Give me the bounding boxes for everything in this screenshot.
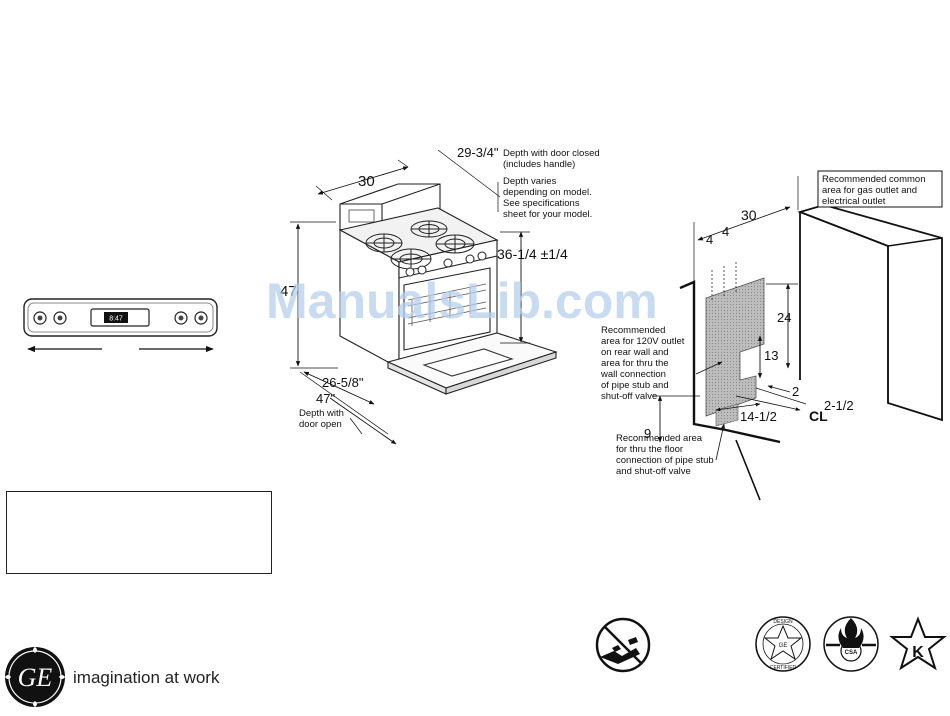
blank-notes-box: [6, 491, 272, 574]
offset-b-label: 4: [722, 224, 729, 239]
oven-door-window: [422, 348, 514, 377]
k-star-icon: K: [889, 616, 947, 671]
side-depth-label: 26-5/8": [322, 375, 364, 390]
wall-note-line-3: on rear wall and: [601, 347, 669, 358]
depth-closed-note-2: (includes handle): [503, 159, 575, 170]
depth-closed-note-1: Depth with door closed: [503, 148, 600, 159]
range-height-label: 47: [280, 283, 297, 300]
depth-closed-value: 29-3/4": [457, 145, 499, 160]
range-labels: 30 47 29-3/4" Depth with door closed (in…: [280, 145, 600, 430]
wall-note-line-5: wall connection: [600, 369, 666, 380]
control-panel-inner: [27, 302, 214, 333]
knob-center-icon: [57, 315, 63, 321]
oven-racks: [407, 283, 487, 326]
wall-note-line-1: Recommended: [601, 325, 665, 336]
wall-note-line-2: area for 120V outlet: [601, 336, 685, 347]
depth-2-label: 2: [792, 384, 799, 399]
gas-outlet-note-box: [817, 170, 943, 208]
height-24-label: 24: [777, 310, 791, 325]
depth-varies-note-2: depending on model.: [503, 187, 592, 198]
range-width-label: 30: [358, 173, 375, 190]
range-illustration: [338, 183, 558, 395]
seal-design-bottom: CERTIFIED: [770, 665, 797, 671]
watermark-text: ManualsLib.com: [266, 273, 658, 329]
installation-labels: Recommended common area for gas outlet a…: [600, 174, 926, 477]
height-13-label: 13: [764, 348, 778, 363]
wall-note-line-6: of pipe stub and: [601, 380, 669, 391]
height-9-label: 9: [644, 426, 651, 441]
floor-note-line-3: connection of pipe stub: [616, 455, 714, 466]
centerline-label: CL: [809, 408, 828, 424]
install-width-label: 30: [741, 207, 757, 223]
knob-center-icon: [178, 315, 184, 321]
design-certified-seal: DESIGN CERTIFIED GE: [755, 616, 811, 672]
gas-note-line-1: Recommended common: [822, 174, 926, 185]
width-14-half-label: 14-1/2: [740, 409, 777, 424]
seal-design-top: DESIGN: [773, 619, 793, 625]
depth-varies-note-3: See specifications: [503, 198, 580, 209]
knob-icon: [443, 258, 453, 268]
depth-open-note-2: door open: [299, 419, 342, 430]
burner-grates: [365, 220, 475, 270]
floor-edge-line: [735, 439, 761, 501]
outlet-area-shading: [705, 277, 765, 417]
knob-icon: [417, 265, 427, 275]
depth-varies-note-4: sheet for your model.: [503, 209, 592, 220]
ge-logo-scallops: [5, 647, 65, 707]
cooktop-height-label: 36-1/4 ±1/4: [497, 246, 568, 262]
tagline-text: imagination at work: [73, 668, 220, 687]
gas-note-line-2: area for gas outlet and: [822, 185, 917, 196]
ge-logo: GE: [5, 647, 65, 707]
k-star-letter: K: [912, 644, 924, 661]
adjacent-cabinet: [797, 204, 943, 422]
knob-icon: [405, 267, 415, 277]
knob-center-icon: [37, 315, 43, 321]
floor-note-line-1: Recommended area: [616, 433, 703, 444]
offset-a-label: 4: [706, 232, 713, 247]
no-gas-icon: [595, 617, 651, 673]
oven-cavity: [403, 267, 491, 351]
range-dimensions: [290, 149, 530, 445]
clock-display-screen: [104, 312, 128, 323]
control-panel-illustration: 8:47: [23, 298, 218, 353]
ge-logo-disc: [5, 647, 65, 707]
wall-note-line-7: shut-off valve: [601, 391, 657, 402]
depth-varies-note-1: Depth varies: [503, 176, 557, 187]
floor-note-line-4: and shut-off valve: [616, 466, 691, 477]
ge-logo-letters: GE: [18, 663, 53, 692]
depth-2-half-label: 2-1/2: [824, 398, 854, 413]
wall-note-line-4: area for thru the: [601, 358, 669, 369]
wall-floor-outline: [679, 280, 781, 444]
installation-illustration: [652, 170, 943, 501]
knob-icon: [465, 254, 475, 264]
gas-note-line-3: electrical outlet: [822, 196, 886, 207]
csa-flame-seal: CSA: [823, 616, 879, 672]
seal-flame-inner: CSA: [845, 650, 858, 656]
knob-icon: [477, 251, 487, 261]
seal-design-inner: GE: [779, 643, 788, 649]
depth-open-value: 47": [316, 391, 335, 406]
knob-center-icon: [198, 315, 204, 321]
range-knobs: [405, 251, 487, 277]
floor-note-line-2: for thru the floor: [616, 444, 683, 455]
clock-display-text: 8:47: [109, 316, 123, 323]
depth-open-note-1: Depth with: [299, 408, 344, 419]
